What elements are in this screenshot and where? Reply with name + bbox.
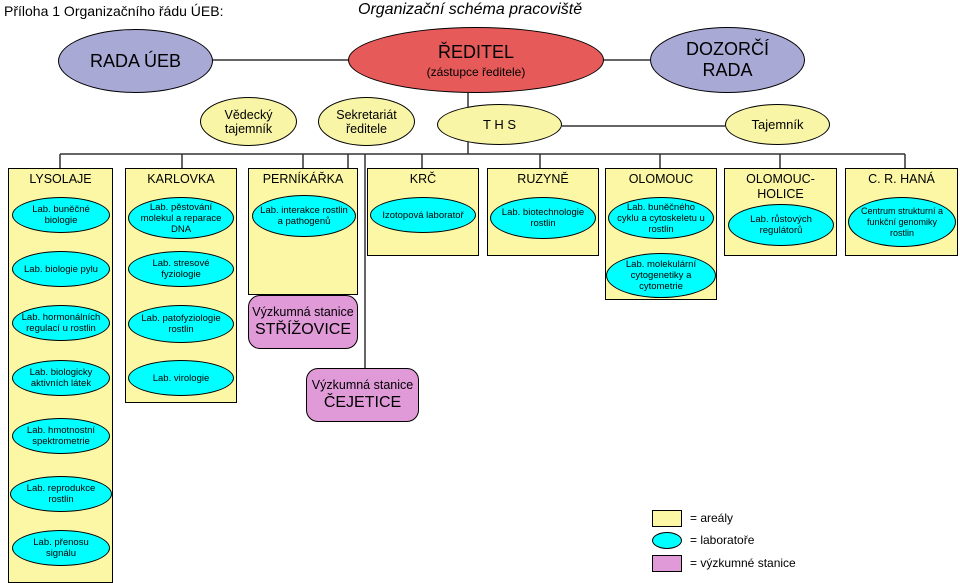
station-strizovice-label-1: Výzkumná stanice	[252, 305, 354, 319]
legend-area-label: = areály	[690, 511, 734, 525]
lab-reprodukce-rostlin: Lab. reprodukce rostlin	[10, 476, 112, 512]
legend-station-label: = výzkumné stanice	[690, 556, 796, 570]
station-cejetice-label-2: ČEJETICE	[323, 394, 402, 411]
area-lysolaje-title: LYSOLAJE	[29, 172, 92, 186]
rada-ueb-label: RADA ÚEB	[89, 50, 182, 71]
ths-node: T H S	[437, 104, 562, 145]
station-cejetice-label-1: Výzkumná stanice	[311, 378, 414, 392]
lab-hmotnostni-spektrometrie: Lab. hmotnostní spektrometrie	[12, 418, 110, 454]
reditel-label: ŘEDITEL	[437, 41, 515, 62]
sekretariat-node: Sekretariát ředitele	[318, 97, 415, 146]
lab-centrum-genomiky: Centrum strukturní a funkční genomiky ro…	[848, 197, 956, 247]
tajemnik-node: Tajemník	[725, 104, 830, 145]
sekretariat-label-2: ředitele	[346, 121, 387, 136]
lab-stresove-fyziologie: Lab. stresové fyziologie	[128, 251, 234, 287]
area-olomouc-holice-title: OLOMOUC- HOLICE	[725, 172, 836, 202]
area-olomouc-holice-title-1: OLOMOUC-	[746, 172, 815, 186]
lab-biotechnologie-rostlin: Lab. biotechnologie rostlin	[490, 197, 596, 239]
area-ruzyne-title: RUZYNĚ	[517, 172, 569, 186]
lab-bunecne-biologie: Lab. buněčné biologie	[12, 197, 110, 233]
station-strizovice: Výzkumná stanice STŘÍŽOVICE	[248, 295, 358, 349]
area-olomouc-holice-title-2: HOLICE	[757, 187, 804, 201]
area-karlovka-title: KARLOVKA	[147, 172, 215, 186]
reditel-node: ŘEDITEL (zástupce ředitele)	[348, 27, 604, 93]
area-olomouc-title: OLOMOUC	[628, 172, 694, 186]
diagram-title: Organizační schéma pracoviště	[358, 1, 583, 18]
lab-patofyziologie-rostlin: Lab. patofyziologie rostlin	[128, 305, 234, 343]
legend-station-swatch	[652, 555, 682, 572]
sekretariat-label-1: Sekretariát	[336, 107, 397, 122]
lab-molekularni-cytogenetiky: Lab. molekulární cytogenetiky a cytometr…	[606, 253, 716, 298]
legend-area-swatch	[652, 510, 682, 527]
reditel-sub-label: (zástupce ředitele)	[426, 64, 526, 79]
lab-biologicky-aktivnich-latek: Lab. biologicky aktivních látek	[12, 360, 110, 396]
lab-interakce-rostlin: Lab. interakce rostlin a pathogenů	[252, 195, 356, 237]
vedecky-label-2: tajemník	[224, 121, 273, 136]
dozorci-rada-node: DOZORČÍ RADA	[650, 27, 805, 93]
vedecky-tajemnik-node: Vědecký tajemník	[200, 97, 297, 146]
area-pernikarka-title: PERNÍKÁŘKA	[262, 172, 344, 186]
lab-prenosu-signalu: Lab. přenosu signálu	[12, 530, 110, 566]
document-caption: Příloha 1 Organizačního řádu ÚEB:	[4, 3, 224, 19]
ths-label: T H S	[483, 116, 516, 132]
station-strizovice-label-2: STŘÍŽOVICE	[254, 321, 351, 338]
lab-bunecneho-cyklu: Lab. buněčného cyklu a cytoskeletu u ros…	[608, 197, 714, 239]
vedecky-label-1: Vědecký	[224, 107, 273, 122]
lab-pestovani-molekul: Lab. pěstování molekul a reparace DNA	[128, 197, 234, 239]
dozorci-label-2: RADA	[702, 60, 753, 80]
legend-lab-swatch	[652, 532, 682, 549]
lab-virologie: Lab. virologie	[128, 360, 234, 396]
lab-izotopova: Izotopová laboratoř	[370, 197, 476, 233]
lab-rustovych-regulatoru: Lab. růstových regulátorů	[728, 204, 834, 246]
area-krc-title: KRČ	[409, 172, 437, 186]
dozorci-label-1: DOZORČÍ	[686, 39, 769, 59]
station-cejetice: Výzkumná stanice ČEJETICE	[306, 368, 419, 422]
tajemnik-label: Tajemník	[751, 116, 804, 132]
legend-lab-label: = laboratoře	[690, 533, 755, 547]
lab-biologie-pylu: Lab. biologie pylu	[12, 251, 110, 287]
lab-hormonalnich-regulaci: Lab. hormonálních regulací u rostlin	[12, 305, 110, 341]
rada-ueb-node: RADA ÚEB	[58, 29, 213, 93]
area-hana-title: C. R. HANÁ	[868, 172, 935, 186]
